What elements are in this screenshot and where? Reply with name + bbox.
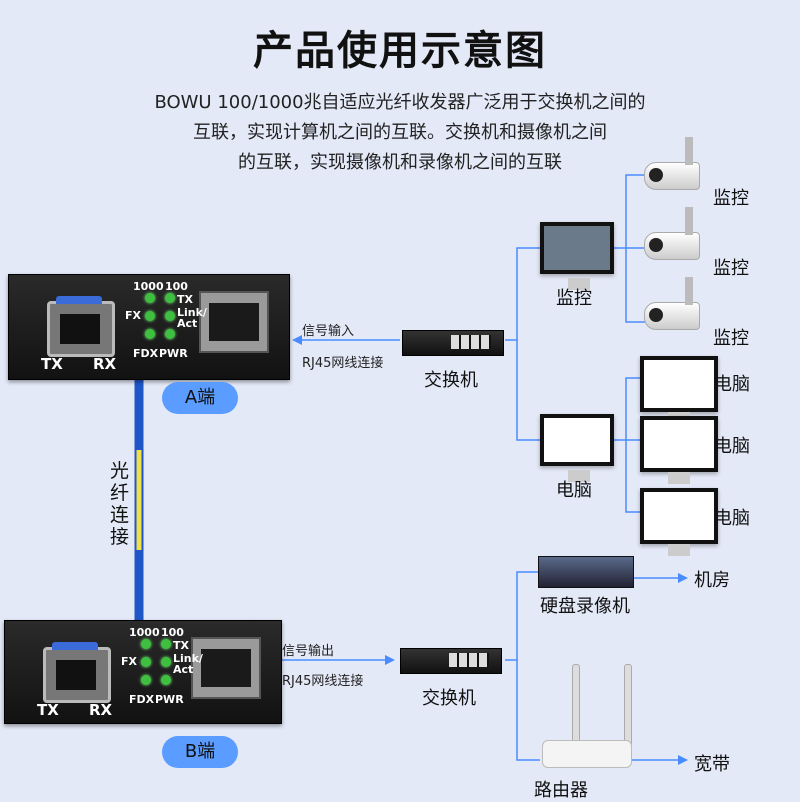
camera-label-3: 监控 bbox=[713, 328, 749, 349]
sfp-port-b bbox=[43, 642, 111, 703]
switch-a-icon bbox=[402, 330, 504, 356]
led-100 bbox=[161, 639, 171, 649]
camera-icon bbox=[644, 277, 700, 330]
led-fdx bbox=[145, 329, 155, 339]
label-100: 100 bbox=[161, 626, 184, 639]
switch-b-icon bbox=[400, 648, 502, 674]
led-fx bbox=[141, 657, 151, 667]
description-line-3: 的互联，实现摄像机和录像机之间的互联 bbox=[238, 152, 562, 173]
computer-icon bbox=[640, 416, 718, 484]
rj45-port-b bbox=[191, 637, 261, 699]
led-link bbox=[161, 657, 171, 667]
signal-in-label: 信号输入 bbox=[302, 324, 355, 339]
label-rx: RX bbox=[93, 355, 117, 373]
computer-label-3: 电脑 bbox=[714, 508, 750, 529]
camera-label-1: 监控 bbox=[713, 188, 749, 209]
router-icon bbox=[542, 740, 632, 768]
led-pwr bbox=[161, 675, 171, 685]
camera-icon bbox=[644, 207, 700, 260]
label-fdx: FDX bbox=[133, 347, 159, 360]
label-1000: 1000 bbox=[133, 280, 164, 293]
sfp-port-a bbox=[47, 296, 115, 357]
led-fdx bbox=[141, 675, 151, 685]
label-tx: TX bbox=[37, 701, 59, 719]
label-100: 100 bbox=[165, 280, 188, 293]
page-title: 产品使用示意图 bbox=[253, 28, 547, 74]
signal-out-label: 信号输出 bbox=[282, 644, 335, 659]
led-100 bbox=[165, 293, 175, 303]
label-link-act: Link/Act bbox=[177, 306, 207, 330]
camera-label-2: 监控 bbox=[713, 258, 749, 279]
computer-label: 电脑 bbox=[556, 480, 592, 501]
led-1000 bbox=[145, 293, 155, 303]
description-line-2: 互联，实现计算机之间的互联。交换机和摄像机之间 bbox=[193, 122, 607, 143]
surveillance-monitor-icon bbox=[540, 222, 614, 290]
router-label: 路由器 bbox=[534, 780, 588, 801]
end-b-badge: B端 bbox=[162, 736, 238, 768]
rj45-label-a: RJ45网线连接 bbox=[302, 356, 384, 371]
label-link-act: Link/Act bbox=[173, 652, 203, 676]
computer-icon bbox=[640, 488, 718, 556]
switch-b-label: 交换机 bbox=[422, 688, 476, 709]
label-tx-led: TX bbox=[173, 639, 189, 652]
led-pwr bbox=[165, 329, 175, 339]
router-antenna-left bbox=[572, 664, 580, 746]
fiber-label: 光纤连接 bbox=[110, 460, 130, 548]
end-a-badge: A端 bbox=[162, 382, 238, 414]
led-1000 bbox=[141, 639, 151, 649]
label-pwr: PWR bbox=[155, 693, 184, 706]
machine-room-label: 机房 bbox=[694, 570, 730, 591]
led-link bbox=[165, 311, 175, 321]
description-line-1: BOWU 100/1000兆自适应光纤收发器广泛用于交换机之间的 bbox=[154, 92, 646, 113]
switch-a-label: 交换机 bbox=[424, 370, 478, 391]
dvr-label: 硬盘录像机 bbox=[540, 596, 630, 617]
label-fx: FX bbox=[125, 309, 141, 322]
converter-a: 1000 100 TX FX Link/Act FDX PWR TX RX bbox=[8, 274, 290, 380]
monitor-label: 监控 bbox=[556, 288, 592, 309]
label-rx: RX bbox=[89, 701, 113, 719]
converter-b: 1000 100 TX FX Link/Act FDX PWR TX RX bbox=[4, 620, 282, 724]
label-tx: TX bbox=[41, 355, 63, 373]
label-tx-led: TX bbox=[177, 293, 193, 306]
camera-icon bbox=[644, 137, 700, 190]
broadband-label: 宽带 bbox=[694, 754, 730, 775]
rj45-label-b: RJ45网线连接 bbox=[282, 674, 364, 689]
arrow-b-head bbox=[385, 655, 395, 665]
label-fx: FX bbox=[121, 655, 137, 668]
computer-label-2: 电脑 bbox=[714, 436, 750, 457]
arrow-a-head bbox=[292, 335, 302, 345]
computer-icon bbox=[540, 414, 614, 482]
dvr-icon bbox=[538, 556, 634, 588]
computer-label-1: 电脑 bbox=[714, 374, 750, 395]
label-pwr: PWR bbox=[159, 347, 188, 360]
led-fx bbox=[145, 311, 155, 321]
router-antenna-right bbox=[624, 664, 632, 746]
computer-icon bbox=[640, 356, 718, 424]
rj45-port-a bbox=[199, 291, 269, 353]
label-fdx: FDX bbox=[129, 693, 155, 706]
label-1000: 1000 bbox=[129, 626, 160, 639]
